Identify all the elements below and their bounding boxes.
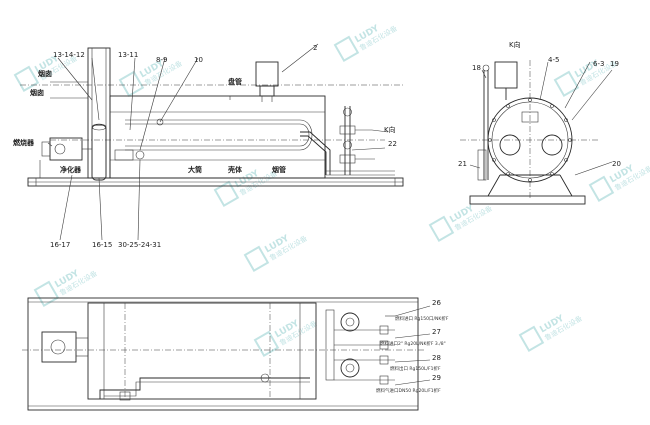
k-view-top-box bbox=[494, 61, 518, 89]
spec-26: 燃料进口 Rg150口/NK折F bbox=[395, 315, 449, 322]
label-20: 20 bbox=[612, 160, 621, 168]
valve-stack-right bbox=[339, 106, 375, 175]
chimney bbox=[87, 47, 111, 179]
plan-burner bbox=[41, 331, 89, 363]
outlet-pipe bbox=[300, 131, 331, 175]
label-16-17: 16-17 bbox=[50, 241, 70, 249]
label-27: 27 bbox=[432, 328, 441, 336]
label-18: 18 bbox=[472, 64, 481, 72]
label-chimney-1: 烟囱 bbox=[38, 69, 52, 78]
label-purifier: 净化器 bbox=[60, 165, 82, 174]
label-21: 21 bbox=[458, 160, 467, 168]
spec-29: 燃料气进口DN50 Rg20L/F1折F bbox=[376, 387, 441, 394]
label-19: 19 bbox=[610, 60, 619, 68]
label-29: 29 bbox=[432, 374, 441, 382]
label-2: 2 bbox=[313, 44, 317, 52]
label-13-14-12: 13-14-12 bbox=[53, 51, 85, 59]
label-shell: 壳体 bbox=[227, 165, 243, 174]
label-k-view-b: K向 bbox=[509, 40, 521, 49]
label-26: 26 bbox=[432, 299, 441, 307]
coil-tubes bbox=[125, 119, 313, 151]
purifier-vessel bbox=[91, 124, 107, 181]
label-10: 10 bbox=[194, 56, 203, 64]
spec-27: 燃料进口2" Rg20L/NK折F 3./8" bbox=[380, 340, 446, 347]
label-chimney-2: 烟囱 bbox=[30, 88, 44, 97]
label-fluetube: 烟管 bbox=[272, 165, 286, 174]
label-13-11: 13-11 bbox=[118, 51, 138, 59]
plan-view: 26 燃料进口 Rg150口/NK折F 27 燃料进口2" Rg20L/NK折F… bbox=[22, 297, 449, 411]
plan-skid-outline bbox=[27, 297, 419, 411]
label-burner: 燃烧器 bbox=[12, 138, 35, 147]
k-view-base bbox=[469, 195, 586, 205]
main-shell bbox=[109, 95, 326, 179]
label-30-25-24-31: 30-25-24-31 bbox=[118, 241, 161, 249]
top-stack bbox=[255, 61, 279, 87]
label-drum: 大筒 bbox=[188, 165, 202, 174]
label-4-5: 4-5 bbox=[548, 56, 559, 64]
label-8-9: 8-9 bbox=[156, 56, 167, 64]
burner-assembly bbox=[39, 137, 92, 178]
label-coil: 盘管 bbox=[228, 77, 242, 86]
label-28: 28 bbox=[432, 354, 441, 362]
label-6-3: 6-3 bbox=[593, 60, 604, 68]
pump-unit bbox=[114, 149, 134, 161]
label-16-15: 16-15 bbox=[92, 241, 112, 249]
spec-28: 燃料出口 Rg150L/F1折F bbox=[390, 365, 441, 372]
label-22: 22 bbox=[388, 140, 397, 148]
label-k-view-a: K向 bbox=[384, 125, 396, 134]
k-view-end-elevation: K向 bbox=[458, 40, 621, 205]
flange-bolts bbox=[488, 98, 572, 182]
side-elevation-view: 13-14-12 13-11 8-9 10 2 烟囱 烟囱 燃烧器 净化器 盘管… bbox=[12, 43, 405, 249]
plan-piping bbox=[99, 377, 310, 399]
plan-valve-array bbox=[325, 309, 395, 385]
plan-drum bbox=[87, 302, 317, 400]
